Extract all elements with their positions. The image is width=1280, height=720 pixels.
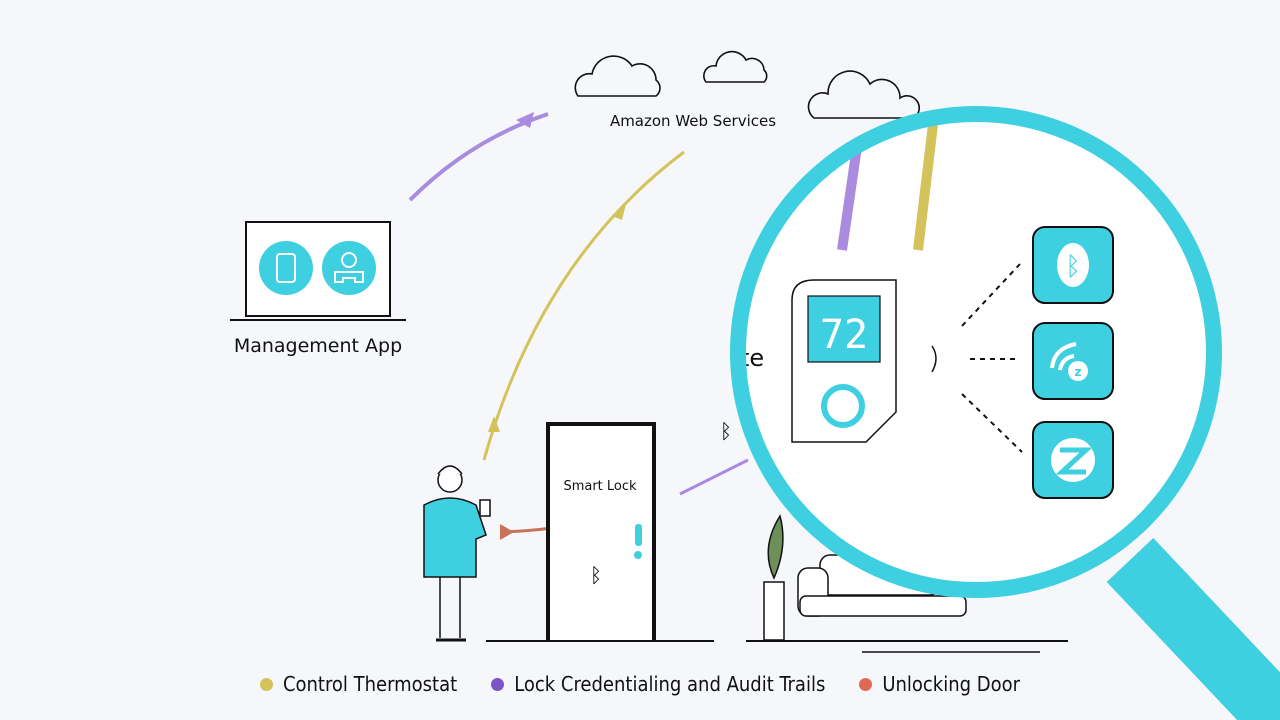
management-app-label: Management App [234,335,402,357]
bluetooth-icon: ᛒ [720,419,732,443]
bluetooth-icon: ᛒ [1032,226,1114,304]
thermostat-icon [259,241,313,295]
smart-lock-label: Smart Lock [563,479,637,494]
legend-label: Unlocking Door [882,672,1021,696]
thermostat-flow-line [482,150,685,461]
legend-label: Control Thermostat [282,672,458,696]
credentialing-flow-line [679,458,749,496]
legend-dot [859,677,873,691]
thermostat-display: 72 [820,312,868,358]
legend-item-credentialing: Lock Credentialing and Audit Trails [491,672,825,696]
legend: Control Thermostat Lock Credentialing an… [0,672,1280,696]
legend-dot [259,677,273,691]
arrow-icon [612,204,626,220]
magnifier-icon: te 72 ᛒ z [730,106,1280,720]
arrow-icon [500,524,514,540]
thermostat-icon: 72 [791,279,897,443]
plant-icon [763,514,785,641]
bluetooth-icon: ᛒ [590,563,602,587]
legend-item-unlocking: Unlocking Door [859,672,1020,696]
legend-dot [491,677,505,691]
door-icon [546,422,656,640]
svg-text:ᛒ: ᛒ [1065,252,1081,282]
management-app-laptop [230,221,406,321]
zwave-icon: z [1032,322,1114,400]
legend-item-thermostat: Control Thermostat [259,672,458,696]
arrow-icon [488,416,500,432]
arrow-icon [516,112,534,128]
person-icon [423,465,491,642]
zigbee-icon [1032,421,1114,499]
cloud-icon [574,50,920,119]
aws-label: Amazon Web Services [610,112,776,130]
svg-text:z: z [1075,365,1082,379]
credentialing-flow-line [408,112,549,202]
legend-label: Lock Credentialing and Audit Trails [514,672,826,696]
